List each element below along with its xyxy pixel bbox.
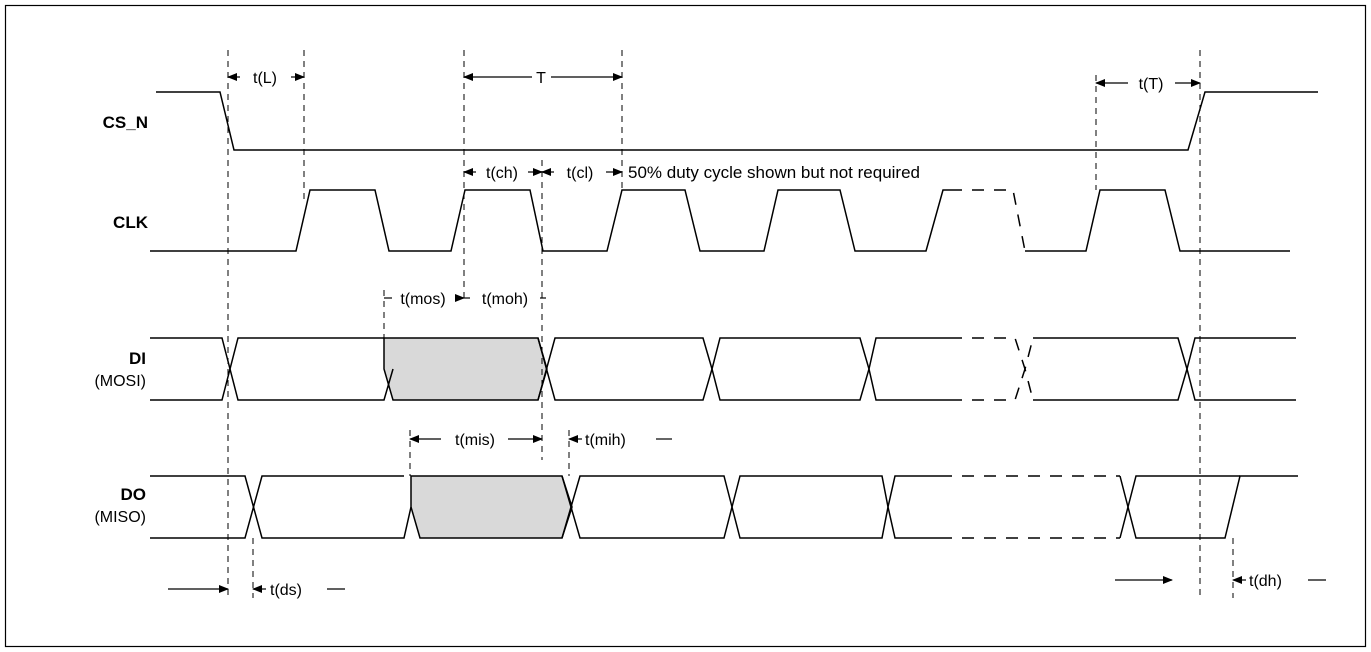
timing-tmih: t(mih) bbox=[568, 432, 672, 449]
timing-tmos: t(mos) bbox=[384, 291, 465, 308]
svg-text:t(ch): t(ch) bbox=[486, 165, 518, 182]
clk-waveform bbox=[150, 189, 1290, 252]
do-label: DO bbox=[121, 485, 147, 504]
svg-text:t(mih): t(mih) bbox=[585, 432, 626, 449]
di-label: DI bbox=[129, 349, 146, 368]
cs-n-waveform bbox=[156, 91, 1318, 151]
timing-tch: t(ch) bbox=[463, 165, 543, 182]
timing-tmis: t(mis) bbox=[409, 432, 543, 449]
timing-tdh: t(dh) bbox=[1115, 573, 1326, 590]
clk-label: CLK bbox=[113, 213, 149, 232]
svg-text:t(mos): t(mos) bbox=[400, 291, 445, 308]
timing-tmoh: t(moh) bbox=[464, 291, 546, 308]
di-sublabel: (MOSI) bbox=[94, 373, 146, 390]
svg-text:t(T): t(T) bbox=[1139, 76, 1164, 93]
timing-tT: t(T) bbox=[1095, 76, 1201, 93]
timing-T: T bbox=[463, 70, 623, 87]
timing-tL: t(L) bbox=[227, 70, 305, 87]
timing-tds: t(ds) bbox=[168, 582, 345, 599]
svg-text:t(dh): t(dh) bbox=[1249, 573, 1282, 590]
svg-text:t(ds): t(ds) bbox=[270, 582, 302, 599]
cs-n-label: CS_N bbox=[103, 113, 148, 132]
svg-text:t(cl): t(cl) bbox=[567, 165, 594, 182]
svg-text:t(moh): t(moh) bbox=[482, 291, 528, 308]
do-sublabel: (MISO) bbox=[94, 509, 146, 526]
svg-text:t(L): t(L) bbox=[253, 70, 277, 87]
duty-cycle-note: 50% duty cycle shown but not required bbox=[628, 163, 920, 182]
di-waveform bbox=[150, 337, 1296, 401]
diagram-frame bbox=[4, 4, 1367, 648]
timing-tcl: t(cl) bbox=[541, 165, 623, 182]
svg-text:t(mis): t(mis) bbox=[455, 432, 495, 449]
do-waveform bbox=[150, 475, 1298, 539]
svg-text:T: T bbox=[536, 70, 546, 87]
